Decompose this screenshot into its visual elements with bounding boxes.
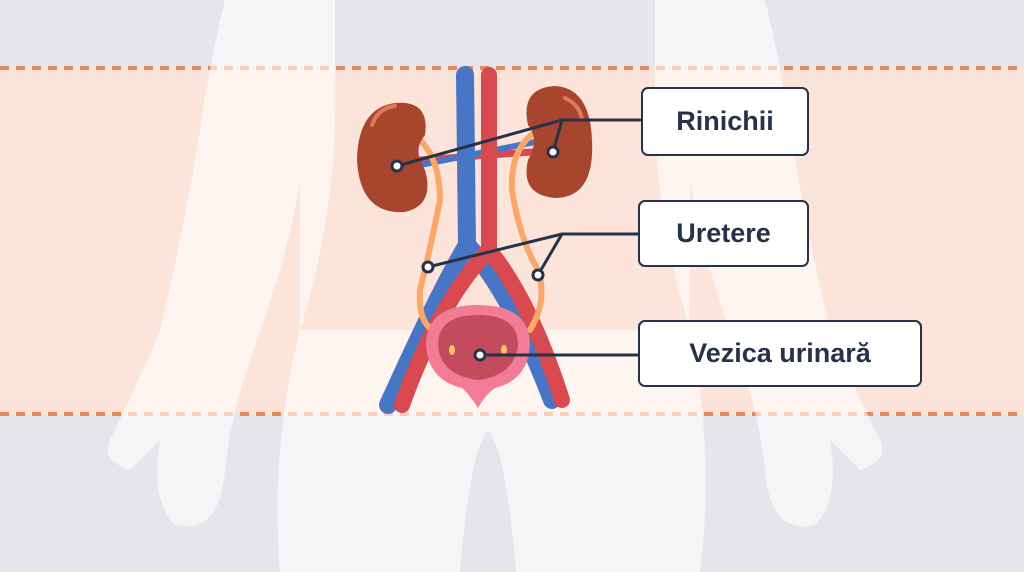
right-kidney	[526, 86, 593, 198]
kidneys-label: Rinichii	[641, 87, 809, 156]
ureters-label: Uretere	[638, 200, 809, 267]
left-kidney	[357, 102, 428, 213]
ureters-leader	[427, 232, 638, 276]
leader-lines	[396, 118, 641, 357]
blood-vessels	[379, 66, 570, 414]
bladder-label: Vezica urinară	[638, 320, 922, 387]
ureters	[416, 129, 545, 333]
aorta	[394, 67, 570, 413]
leader-dots	[390, 145, 560, 362]
